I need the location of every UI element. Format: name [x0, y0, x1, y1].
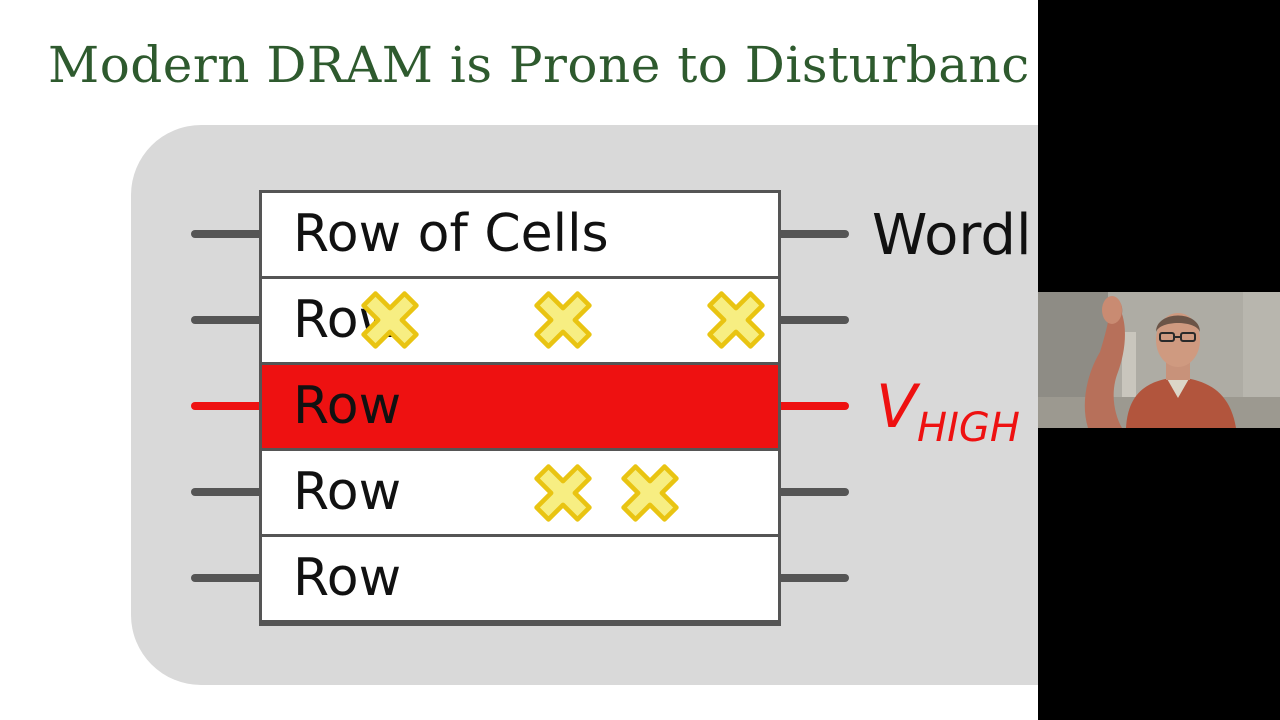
wordline-right-4	[776, 488, 849, 496]
wordline-left-1	[191, 230, 263, 238]
dram-row-5: Row	[262, 537, 778, 620]
vhigh-label: VHIGH	[876, 372, 1020, 457]
x-mark-icon	[707, 291, 765, 349]
wordline-right-1	[776, 230, 849, 238]
slide-title: Modern DRAM is Prone to Disturbanc	[48, 36, 1030, 94]
wordline-left-2	[191, 316, 263, 324]
row-label: Row	[293, 376, 402, 436]
dram-row-array: Row of Cells Row Row Row Row	[259, 190, 781, 626]
x-mark-icon	[534, 291, 592, 349]
wordline-label: Wordl	[872, 203, 1032, 268]
x-mark-icon	[534, 464, 592, 522]
vhigh-main: V	[876, 372, 918, 442]
wordline-right-5	[776, 574, 849, 582]
x-mark-icon	[621, 464, 679, 522]
dram-row-4-victim: Row	[262, 451, 778, 534]
wordline-left-4	[191, 488, 263, 496]
row-label: Row	[293, 462, 402, 522]
slide: Modern DRAM is Prone to Disturbanc Row o…	[0, 0, 1038, 720]
presenter-webcam	[1038, 292, 1280, 428]
dram-row-3-aggressor: Row	[262, 365, 778, 448]
dram-row-1: Row of Cells	[262, 193, 778, 276]
x-mark-icon	[361, 291, 419, 349]
vhigh-subscript: HIGH	[917, 405, 1020, 451]
wordline-left-5	[191, 574, 263, 582]
dram-row-2-victim: Row	[262, 279, 778, 362]
row-label: Row	[293, 548, 402, 608]
presenter-video-frame	[1038, 292, 1280, 428]
wordline-left-3-active	[191, 402, 263, 410]
wordline-right-2	[776, 316, 849, 324]
wordline-right-3-active	[776, 402, 849, 410]
row-label: Row of Cells	[293, 204, 609, 264]
